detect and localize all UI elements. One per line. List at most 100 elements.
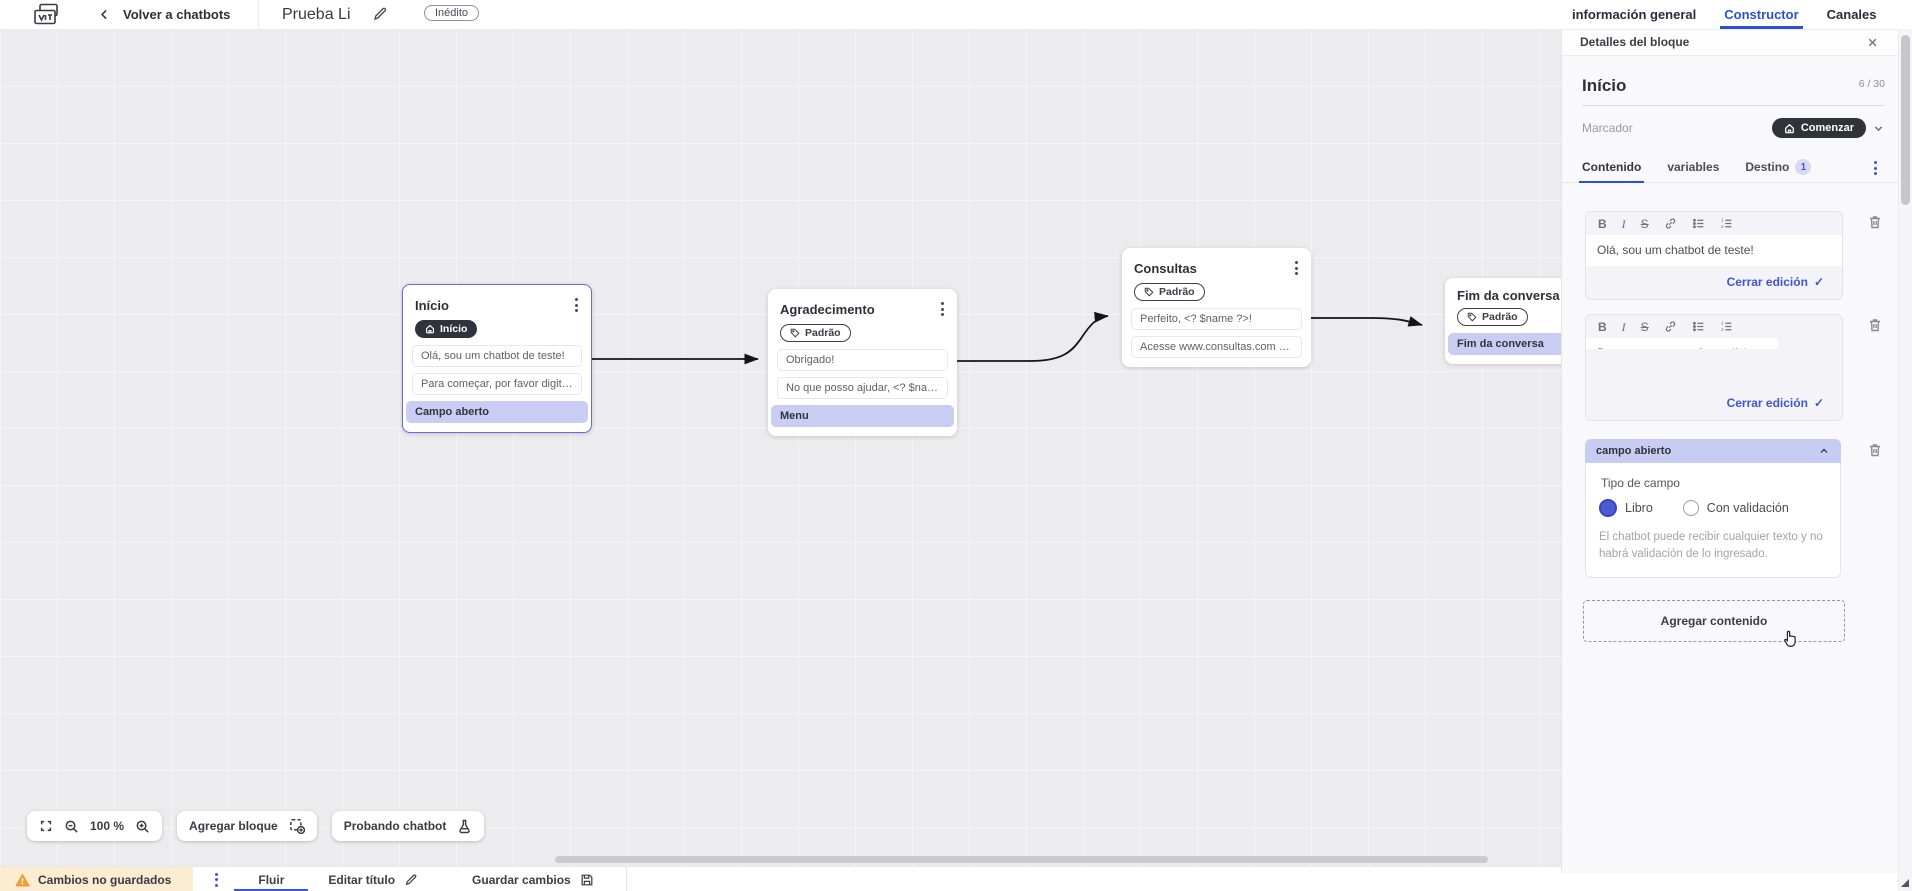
node-end-item[interactable]: Fim da conversa <box>1448 333 1561 355</box>
radio-con-validacion-label: Con validación <box>1706 501 1789 516</box>
node-menu-icon[interactable] <box>937 299 948 319</box>
trash-icon[interactable] <box>1867 442 1883 458</box>
page-vertical-scrollbar[interactable] <box>1898 29 1912 891</box>
chevron-up-icon[interactable] <box>1818 445 1830 457</box>
tab-contenido[interactable]: Contenido <box>1578 152 1645 183</box>
flask-icon <box>457 819 472 834</box>
zoom-in-icon[interactable] <box>135 819 150 834</box>
svg-text:2: 2 <box>1721 328 1724 333</box>
strikethrough-icon[interactable]: S <box>1640 216 1649 231</box>
node-inicio[interactable]: Início Início Olá, sou um chatbot de tes… <box>402 284 592 433</box>
bullet-list-icon[interactable] <box>1692 217 1705 230</box>
node-header: Consultas <box>1122 254 1311 280</box>
node-menu-icon[interactable] <box>1291 258 1302 278</box>
save-changes-button[interactable]: Guardar cambios <box>466 867 600 891</box>
link-icon[interactable] <box>1664 320 1677 333</box>
message-text-input[interactable]: Olá, sou um chatbot de teste! <box>1586 235 1842 267</box>
node-header: Início <box>403 291 591 317</box>
panel-header: Detalles del bloque <box>1562 29 1899 56</box>
bullet-list-icon[interactable] <box>1692 320 1705 333</box>
add-block-icon <box>289 818 305 834</box>
close-edit-button[interactable]: Cerrar edición ✓ <box>1721 274 1830 290</box>
radio-libro[interactable] <box>1599 499 1617 518</box>
zoom-out-icon[interactable] <box>64 819 79 834</box>
tab-constructor[interactable]: Constructor <box>1720 0 1804 29</box>
top-bar: Volver a chatbots Prueba Li Inédito info… <box>0 0 1912 30</box>
close-icon[interactable] <box>1864 34 1881 51</box>
test-chatbot-button[interactable]: Probando chatbot <box>331 811 485 841</box>
fullscreen-icon[interactable] <box>39 819 53 833</box>
unsaved-changes-status: Cambios no guardados <box>0 867 194 891</box>
edit-title-button[interactable]: Editar título <box>322 867 424 891</box>
radio-con-validacion[interactable] <box>1682 500 1699 517</box>
svg-text:1: 1 <box>1721 321 1724 326</box>
node-content-item[interactable]: No que posso ajudar, <? $name ... <box>777 377 948 399</box>
resize-corner-icon <box>1901 879 1909 887</box>
trash-icon[interactable] <box>1867 214 1883 230</box>
flow-tab[interactable]: Fluir <box>234 867 309 891</box>
warning-icon <box>15 873 30 886</box>
node-start-badge: Início <box>415 320 478 338</box>
chevron-down-icon[interactable] <box>1872 122 1885 135</box>
tab-destino[interactable]: Destino 1 <box>1745 152 1812 182</box>
node-content-item[interactable]: Para começar, por favor digite o ... <box>412 373 582 395</box>
add-content-button[interactable]: Agregar contenido <box>1583 599 1845 647</box>
flow-menu-icon[interactable] <box>211 870 222 890</box>
strikethrough-icon[interactable]: S <box>1640 319 1649 334</box>
tab-general-info[interactable]: información general <box>1572 7 1697 22</box>
node-content-item[interactable]: Obrigado! <box>777 349 948 371</box>
tab-variables[interactable]: variables <box>1667 160 1720 174</box>
trash-icon[interactable] <box>1867 317 1883 333</box>
marker-start-button[interactable]: Comenzar <box>1771 118 1866 138</box>
field-type-label: Tipo de campo <box>1601 476 1680 491</box>
bold-icon[interactable]: B <box>1598 319 1607 334</box>
node-content-item[interactable]: Perfeito, <? $name ?>! <box>1131 308 1302 330</box>
node-title: Agradecimento <box>780 301 875 317</box>
scrollbar-thumb[interactable] <box>1901 35 1910 205</box>
italic-icon[interactable]: I <box>1621 319 1626 334</box>
canvas-horizontal-scrollbar[interactable] <box>555 856 1488 863</box>
radio-libro-label: Libro <box>1625 501 1653 516</box>
tab-channels[interactable]: Canales <box>1826 7 1877 22</box>
panel-menu-icon[interactable] <box>1870 158 1881 178</box>
marker-label: Marcador <box>1582 121 1633 135</box>
open-field-block: campo abierto Tipo de campo Libro Con va… <box>1562 439 1899 578</box>
node-content-item[interactable]: Acesse www.consultas.com par... <box>1131 336 1302 358</box>
chatbot-title[interactable]: Prueba Li <box>282 5 351 23</box>
node-open-field-item[interactable]: Campo aberto <box>406 401 588 423</box>
block-name-input[interactable]: Início <box>1582 76 1627 95</box>
node-header: Fim da conversa <box>1445 284 1561 305</box>
node-menu-item[interactable]: Menu <box>771 405 954 427</box>
node-content-item[interactable]: Olá, sou um chatbot de teste! <box>412 345 582 367</box>
field-helper-text: El chatbot puede recibir cualquier texto… <box>1599 531 1823 561</box>
italic-icon[interactable]: I <box>1621 216 1626 231</box>
link-icon[interactable] <box>1664 217 1677 230</box>
panel-tabs: Contenido variables Destino 1 <box>1562 152 1899 183</box>
node-title: Consultas <box>1134 260 1197 276</box>
node-title: Início <box>415 297 449 313</box>
status-badge: Inédito <box>424 5 480 21</box>
close-edit-button[interactable]: Cerrar edición ✓ <box>1721 395 1830 411</box>
home-icon <box>426 324 434 334</box>
node-consultas[interactable]: Consultas Padrão Perfeito, <? $name ?>! … <box>1122 248 1311 367</box>
bold-icon[interactable]: B <box>1598 216 1607 231</box>
back-to-chatbots-button[interactable]: Volver a chatbots <box>92 0 236 29</box>
node-menu-icon[interactable] <box>571 295 582 315</box>
flow-connections <box>590 311 1423 365</box>
node-agradecimento[interactable]: Agradecimento Padrão Obrigado! No que po… <box>768 289 957 436</box>
open-field-header[interactable]: campo abierto <box>1585 439 1841 464</box>
save-icon <box>581 874 593 885</box>
pencil-icon <box>405 873 417 885</box>
node-fim-da-conversa[interactable]: Fim da conversa Padrão Fim da conversa <box>1445 278 1561 364</box>
node-default-badge: Padrão <box>780 324 851 342</box>
flow-canvas[interactable]: Início Início Olá, sou um chatbot de tes… <box>0 29 1561 866</box>
edit-title-pencil-icon[interactable] <box>366 5 394 23</box>
add-block-button[interactable]: Agregar bloque <box>177 811 317 841</box>
check-icon: ✓ <box>1813 396 1824 411</box>
content-block-text-2: B I S 12 Para começar, por favor digite … <box>1562 314 1899 422</box>
